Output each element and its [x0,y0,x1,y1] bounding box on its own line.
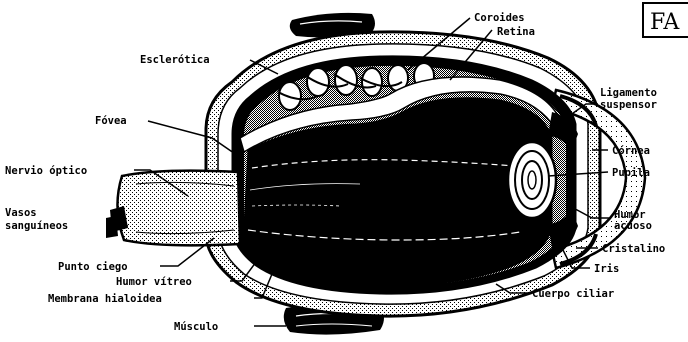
label-retina: Retina [497,26,535,38]
label-esclerotica: Esclerótica [140,54,210,66]
label-ligamento-line1: Ligamento [600,87,657,99]
label-fovea: Fóvea [95,115,127,127]
label-cristalino: Cristalino [602,243,665,255]
label-iris: Iris [594,263,619,275]
label-cornea: Córnea [612,145,650,157]
label-punto-ciego: Punto ciego [58,261,128,273]
label-cuerpo-ciliar: Cuerpo ciliar [532,288,614,300]
optic-nerve [106,171,240,246]
label-musculo: Músculo [174,321,218,333]
label-humor-acuoso-line2: acuoso [614,220,652,232]
label-pupila: Pupila [612,167,650,179]
corner-badge-text: FA [650,10,680,35]
corner-badge: FA [643,3,688,37]
label-nervio-optico: Nervio óptico [5,165,87,177]
label-coroides: Coroides [474,12,525,24]
lens [508,142,556,218]
label-vasos-line1: Vasos [5,207,37,219]
label-ligamento-line2: suspensor [600,99,657,111]
label-humor-vitreo: Humor vítreo [116,276,192,288]
label-membrana-hialoidea: Membrana hialoidea [48,293,162,305]
label-vasos-line2: sanguíneos [5,220,68,232]
